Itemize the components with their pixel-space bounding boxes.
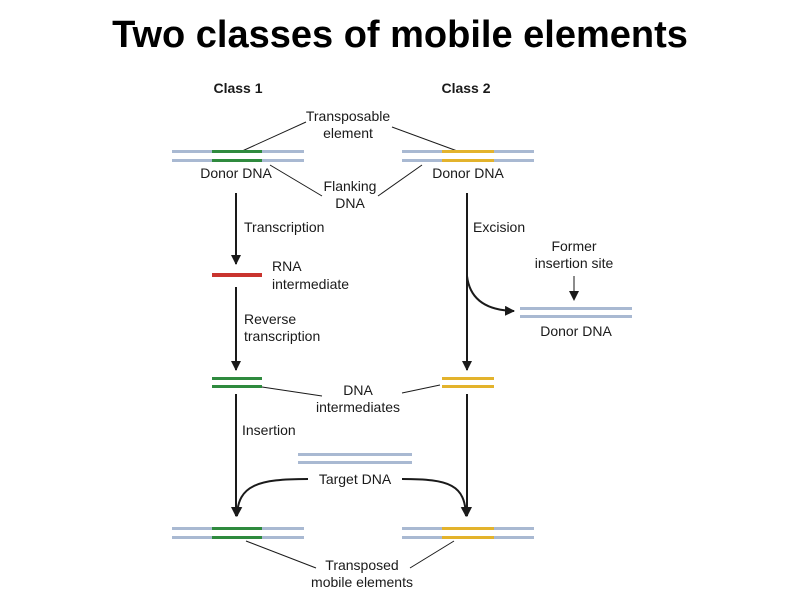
- class1-transposed-element: [172, 527, 304, 539]
- target-dna: [298, 453, 412, 464]
- excised-donor-dna-label: Donor DNA: [540, 323, 612, 339]
- insertion-label: Insertion: [242, 422, 296, 438]
- class2-dna-intermediate: [442, 377, 494, 388]
- transposed-elements-label-line1: Transposed: [325, 557, 398, 573]
- rna-intermediate-label-line2: intermediate: [272, 276, 349, 292]
- class2-arrows: [462, 193, 515, 517]
- transposed-elements-label-line2: mobile elements: [311, 574, 413, 590]
- target-dna-label: Target DNA: [319, 471, 392, 487]
- rna-intermediate-label-line1: RNA: [272, 258, 302, 274]
- target-dna-arrows: [232, 478, 471, 517]
- class1-donor-dna-label: Donor DNA: [200, 165, 272, 181]
- pointer-lines: [239, 121, 461, 569]
- class2-donor-dna: [402, 150, 534, 162]
- flanking-dna-label-line1: Flanking: [324, 178, 377, 194]
- excised-donor-dna: [520, 307, 632, 318]
- reverse-transcription-label-line2: transcription: [244, 328, 320, 344]
- reverse-transcription-label-line1: Reverse: [244, 311, 296, 327]
- flanking-dna-label-line2: DNA: [335, 195, 365, 211]
- excision-label: Excision: [473, 219, 525, 235]
- former-insertion-site-label-line2: insertion site: [535, 255, 614, 271]
- rna-intermediate-strand: [212, 273, 262, 277]
- class1-header: Class 1: [213, 80, 262, 96]
- transposable-element-label-line1: Transposable: [306, 108, 391, 124]
- class2-transposed-element: [402, 527, 534, 539]
- dna-intermediates-label-line1: DNA: [343, 382, 373, 398]
- dna-intermediates-label-line2: intermediates: [316, 399, 400, 415]
- class1-donor-dna: [172, 150, 304, 162]
- class2-donor-dna-label: Donor DNA: [432, 165, 504, 181]
- transposable-element-label-line2: element: [323, 125, 373, 141]
- transcription-label: Transcription: [244, 219, 324, 235]
- class2-header: Class 2: [441, 80, 490, 96]
- diagram-title: Two classes of mobile elements: [112, 14, 688, 56]
- class1-dna-intermediate: [212, 377, 262, 388]
- former-insertion-site-label-line1: Former: [551, 238, 596, 254]
